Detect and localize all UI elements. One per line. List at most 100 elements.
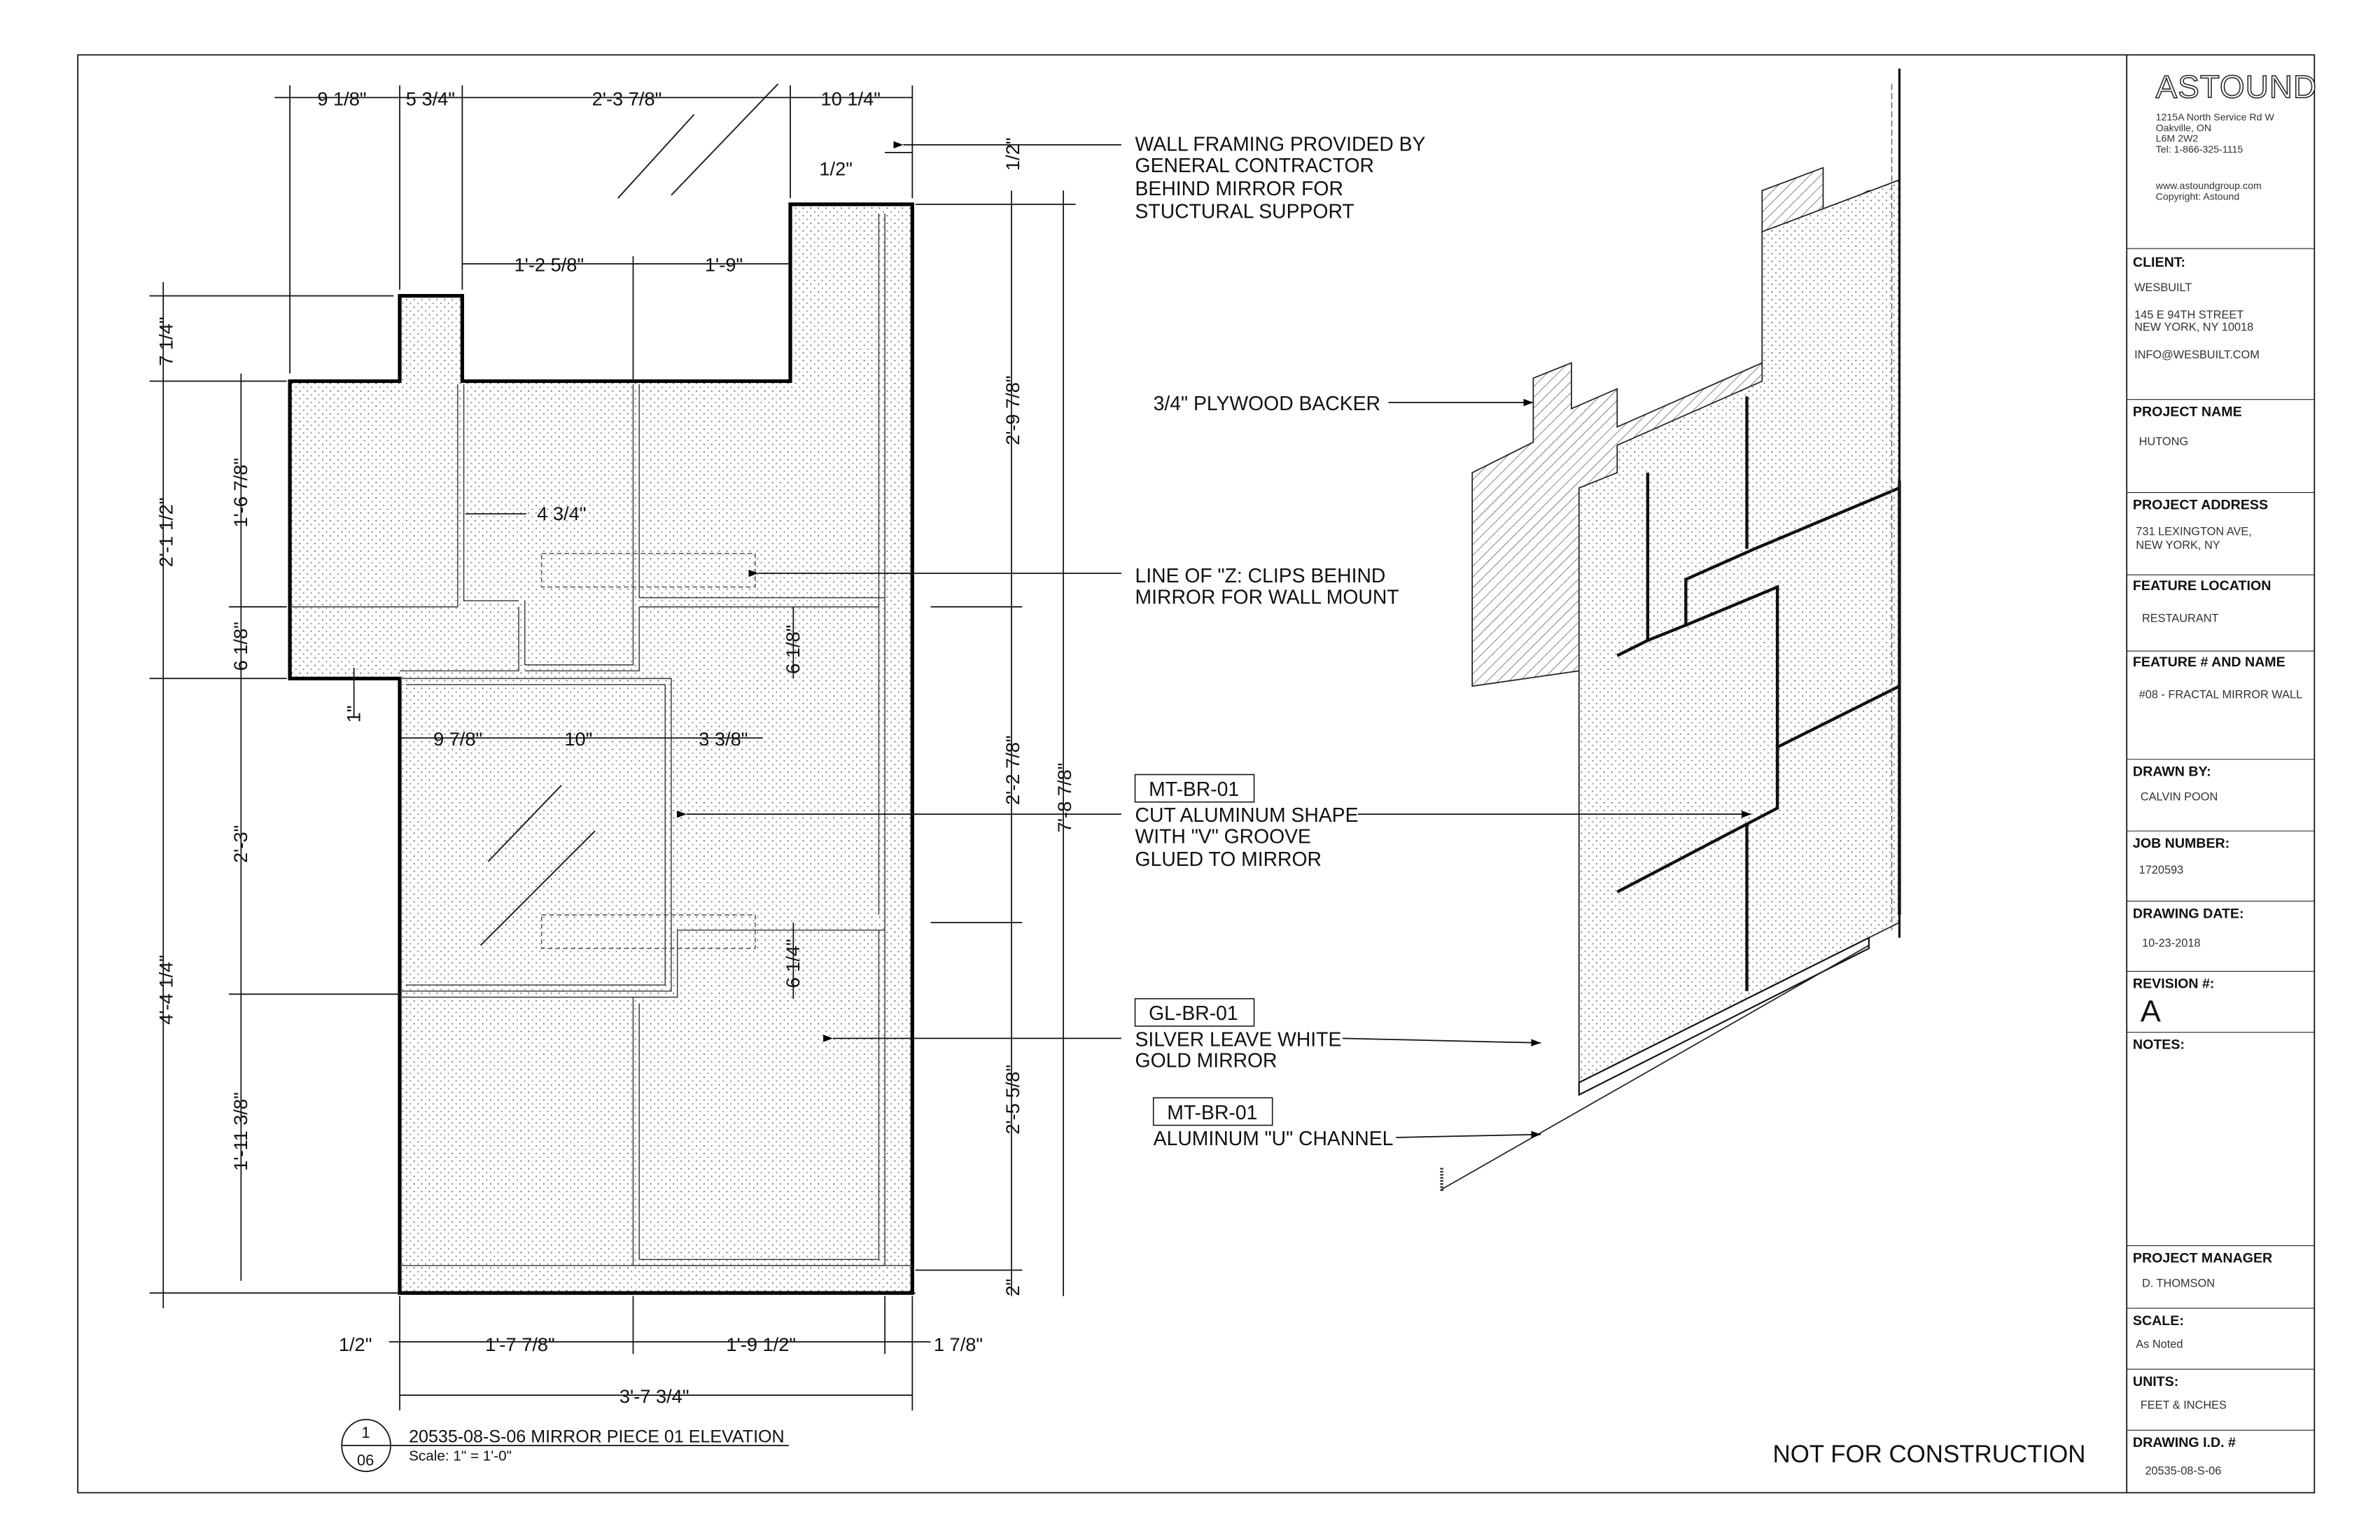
dim-right-inner-2: 2'-9 7/8" [1002,375,1023,445]
project-address-1: 731 LEXINGTON AVE, [2136,526,2252,538]
callout-channel-tag: MT-BR-01 [1167,1102,1257,1124]
dim-right-inner-1: 1/2" [1002,137,1023,170]
units-value: FEET & INCHES [2141,1399,2227,1412]
dim-bottom-1: 1/2" [339,1334,372,1355]
dim-top-4: 10 1/4" [821,88,881,109]
job-number-label: JOB NUMBER: [2133,836,2230,851]
dim-interior-3: 9 7/8" [433,728,482,750]
callout-mirror-1: SILVER LEAVE WHITE [1135,1028,1342,1051]
project-address-2: NEW YORK, NY [2136,539,2220,552]
mirror-elevation: 9 1/8" 5 3/4" 2'-3 7/8" 10 1/4" 1/2" 1'-… [149,83,1076,1410]
dim-top-1: 9 1/8" [317,88,366,109]
project-name: HUTONG [2139,435,2188,448]
callout-wall-framing-1: WALL FRAMING PROVIDED BY [1135,134,1426,156]
drawn-by: CALVIN POON [2141,791,2218,804]
z-clip-lower [540,914,756,949]
dim-bottom-3: 1'-9 1/2" [726,1334,796,1355]
callout-wall-framing-4: STUCTURAL SUPPORT [1135,200,1354,223]
scale-label: SCALE: [2133,1313,2184,1329]
project-manager-label: PROJECT MANAGER [2133,1251,2272,1266]
job-number: 1720593 [2139,864,2184,876]
dim-left-inner-1: 1'-6 7/8" [230,458,251,528]
callout-aluminum-2: WITH "V" GROOVE [1135,826,1311,848]
scale-value: As Noted [2136,1338,2183,1351]
drawing-title-text: 20535-08-S-06 MIRROR PIECE 01 ELEVATION [409,1427,785,1447]
detail-number: 1 [362,1424,370,1441]
callout-wall-framing-3: BEHIND MIRROR FOR [1135,178,1343,200]
not-for-construction-stamp: NOT FOR CONSTRUCTION [1773,1441,2086,1468]
dim-left-outer-1: 7 1/4" [155,317,176,366]
tag-box-mirror [1134,997,1255,1027]
title-block: ASTOUND 1215A North Service Rd W Oakvill… [2126,55,2318,1493]
dim-right-inner-3: 2'-2 7/8" [1002,736,1023,806]
callout-wall-framing-2: GENERAL CONTRACTOR [1135,155,1374,177]
callout-aluminum-tag: MT-BR-01 [1149,778,1239,801]
revision-label: REVISION #: [2133,976,2215,991]
feature-label: FEATURE # AND NAME [2133,654,2286,670]
drawing-scale: Scale: 1" = 1'-0" [409,1448,512,1464]
dim-interior-6: 6 1/4" [782,939,804,988]
iso-u-channel [1578,936,1870,1096]
tag-box-aluminum [1134,774,1255,803]
units-label: UNITS: [2133,1374,2178,1390]
project-name-label: PROJECT NAME [2133,405,2242,420]
company-logo: ASTOUND [2156,69,2318,104]
dim-right-outer-1: 7'-8 7/8" [1054,763,1075,833]
company-copyright: Copyright: Astound [2156,191,2240,202]
drawn-by-label: DRAWN BY: [2133,764,2211,780]
drawing-date-label: DRAWING DATE: [2133,906,2244,921]
dimension-lines [149,85,1076,1410]
project-address-label: PROJECT ADDRESS [2133,498,2268,513]
dim-left-inner-3: 2'-3" [230,825,251,863]
company-website: www.astoundgroup.com [2155,181,2262,192]
isometric-view [1440,69,1901,1193]
dim-right-inner-5: 2" [1002,1279,1023,1296]
dim-notch-1: 1'-2 5/8" [514,254,584,276]
dim-left-inner-2: 6 1/8" [230,622,251,671]
callout-channel: ALUMINUM "U" CHANNEL [1154,1128,1394,1150]
notes-label: NOTES: [2133,1037,2185,1053]
dim-interior-2: 6 1/8" [782,625,804,674]
feature-location: RESTAURANT [2142,612,2219,625]
dim-left-outer-3: 4'-4 1/4" [155,955,176,1025]
callout-aluminum-1: CUT ALUMINUM SHAPE [1135,804,1359,827]
company-phone: Tel: 1-866-325-1115 [2156,144,2244,155]
callout-plywood: 3/4" PLYWOOD BACKER [1154,393,1380,415]
callout-z-clips-1: LINE OF "Z: CLIPS BEHIND [1135,565,1386,587]
revision-value: A [2141,995,2161,1028]
dim-bottom-2: 1'-7 7/8" [485,1334,555,1355]
client-city: NEW YORK, NY 10018 [2134,321,2253,334]
dim-top-3: 2'-3 7/8" [592,88,662,109]
dim-top-2: 5 3/4" [406,88,455,109]
dim-left-inner-5: 1" [342,706,364,723]
sheet-border [77,54,2316,1494]
dim-interior-4: 10" [564,728,592,750]
feature-location-label: FEATURE LOCATION [2133,578,2271,594]
client-label: CLIENT: [2133,255,2185,270]
drawing-date: 10-23-2018 [2142,937,2201,950]
drawing-title: 1 06 20535-08-S-06 MIRROR PIECE 01 ELEVA… [341,1419,789,1472]
client-email: INFO@WESBUILT.COM [2134,349,2260,361]
feature-name: #08 - FRACTAL MIRROR WALL [2139,689,2303,701]
callout-aluminum-3: GLUED TO MIRROR [1135,848,1322,871]
callouts: WALL FRAMING PROVIDED BY GENERAL CONTRAC… [676,134,1752,1150]
company-address-2: Oakville, ON [2156,122,2211,134]
drawing-id: 20535-08-S-06 [2145,1464,2221,1477]
dim-overall-width: 3'-7 3/4" [620,1385,690,1407]
project-manager: D. THOMSON [2142,1277,2215,1289]
callout-z-clips-2: MIRROR FOR WALL MOUNT [1135,587,1399,609]
dim-top-5: 1/2" [819,158,853,180]
groove-lines [290,213,913,1266]
mirror-outline [288,202,914,1295]
dim-left-inner-4: 1'-11 3/8" [230,1092,251,1171]
company-address-3: L6M 2W2 [2156,134,2199,145]
company-address-1: 1215A North Service Rd W [2156,112,2275,123]
dim-interior-5: 3 3/8" [699,728,748,750]
dim-left-outer-2: 2'-1 1/2" [155,498,176,568]
dim-bottom-4: 1 7/8" [934,1334,983,1355]
drawing-id-label: DRAWING I.D. # [2133,1435,2236,1450]
callout-mirror-tag: GL-BR-01 [1149,1002,1238,1025]
client-street: 145 E 94TH STREET [2134,309,2244,321]
client-name: WESBUILT [2134,281,2192,294]
